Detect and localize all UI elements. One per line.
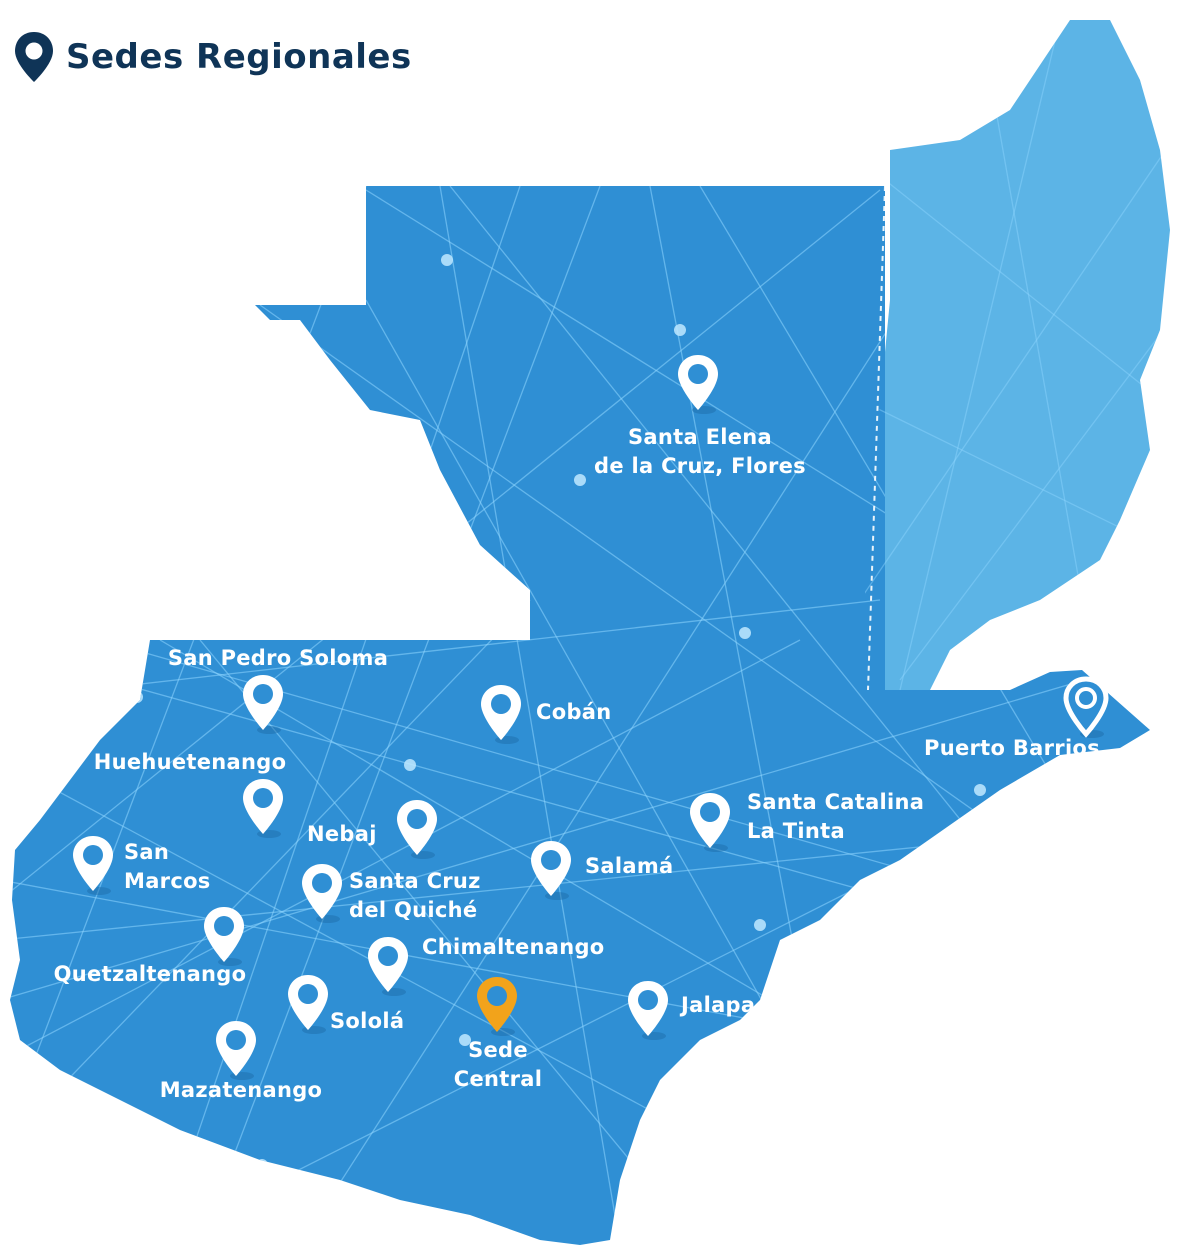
sede-label: Jalapa [681,993,756,1017]
network-line [899,20,1061,690]
location-pin-icon [477,977,517,1036]
sede-pin[interactable] [239,776,287,842]
sede-label: Sololá [330,1009,405,1033]
location-pin-icon [73,836,113,895]
network-line [199,639,701,1245]
sede-label: Chimaltenango [422,935,605,959]
sede-label: Nebaj [307,822,377,846]
sede-label: Santa Cruz del Quiché [349,869,481,922]
sede-pin[interactable] [686,790,734,856]
network-node [674,324,686,336]
location-pin-icon [368,937,408,996]
sede-pin[interactable] [1062,676,1110,742]
network-node [649,1174,661,1186]
network-line [865,119,1170,601]
network-line [10,599,531,1151]
location-pin-icon [243,779,283,838]
location-pin-icon [690,793,730,852]
network-line [259,304,1101,901]
network-line [159,186,521,1245]
location-pin-icon [204,907,244,966]
sede-pin[interactable] [674,352,722,418]
sede-label: Cobán [536,700,612,724]
network-node [441,254,453,266]
location-pin-icon [15,32,53,82]
location-pin-icon [481,685,521,744]
sede-pin[interactable] [69,833,117,899]
network-node [754,919,766,931]
sede-pin[interactable] [527,838,575,904]
sede-pin[interactable] [239,672,287,738]
sede-pin[interactable] [284,972,332,1038]
location-pin-icon [678,355,718,414]
network-line [10,639,801,1061]
page-header: Sedes Regionales [12,30,412,84]
sede-pin[interactable] [200,904,248,970]
sede-label: Salamá [585,854,674,878]
sede-label: Huehuetenango [93,750,287,774]
network-line [10,599,881,701]
location-pin-icon [397,800,437,859]
location-pin-icon [302,864,342,923]
network-node [459,1034,471,1046]
location-pin-icon [216,1021,256,1080]
sede-pin[interactable] [212,1018,260,1084]
sede-label: Santa Catalina La Tinta [747,790,925,843]
sede-pin[interactable] [393,797,441,863]
network-line [439,186,621,1245]
sede-pin[interactable] [477,682,525,748]
location-pin-icon [1063,676,1109,738]
network-line [865,159,1170,421]
page-title: Sedes Regionales [66,37,412,77]
location-pin-icon [243,675,283,734]
network-lines [10,186,1150,1245]
network-node [574,474,586,486]
sede-label: Mazatenango [159,1078,323,1102]
sede-pin[interactable] [624,978,672,1044]
location-pin-icon [628,981,668,1040]
network-line [10,649,1150,1001]
sede-label: San Pedro Soloma [167,646,389,670]
network-node [974,784,986,796]
network-node [294,534,306,546]
belize-region [865,20,1170,690]
network-node [256,1159,268,1171]
sede-label: San Marcos [124,840,211,893]
network-line [299,186,981,1245]
location-pin-icon [288,975,328,1034]
network-node [404,759,416,771]
network-node [131,691,143,703]
sede-label: Quetzaltenango [53,962,247,986]
sede-pin[interactable] [298,861,346,927]
sede-pin[interactable] [364,934,412,1000]
sede-label: Puerto Barrios [924,736,1100,760]
sede-label: Santa Elena de la Cruz, Flores [594,425,806,478]
border-dashed-line [867,185,886,691]
location-pin-icon [531,841,571,900]
network-line [899,299,1170,681]
sede-central-pin[interactable] [473,974,521,1040]
network-node [739,627,751,639]
network-line [199,186,601,1245]
sede-central-label: Sede Central [453,1038,543,1091]
